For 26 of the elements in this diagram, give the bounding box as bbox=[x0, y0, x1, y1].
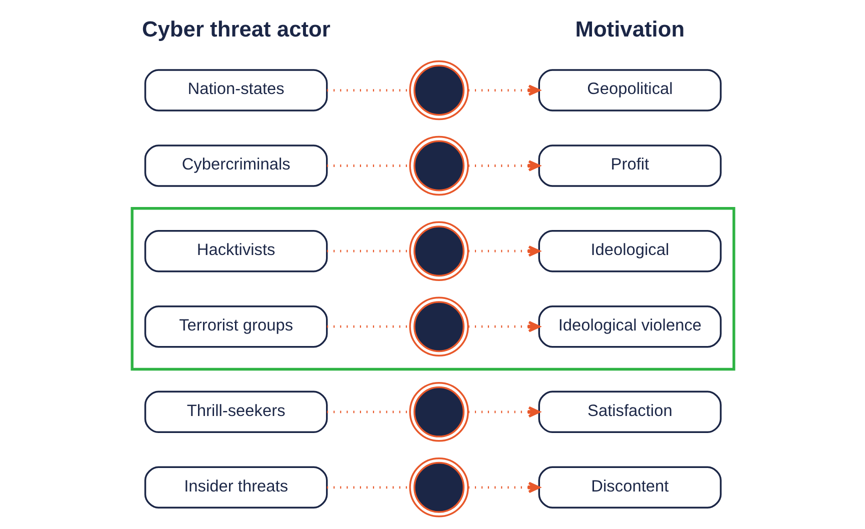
node-box: Ideological bbox=[538, 230, 722, 272]
arrow bbox=[468, 245, 540, 257]
node-box: Satisfaction bbox=[538, 390, 722, 434]
node-circle bbox=[408, 136, 468, 196]
arrow bbox=[468, 320, 540, 332]
arrow bbox=[468, 160, 540, 172]
label: Motivation bbox=[574, 16, 684, 42]
node-box: Discontent bbox=[538, 466, 722, 509]
node-circle bbox=[408, 221, 468, 281]
node-circle bbox=[408, 382, 468, 442]
arrow bbox=[468, 84, 540, 96]
arrow bbox=[468, 482, 540, 494]
node-box: Terrorist groups bbox=[144, 305, 328, 348]
label: Cyber threat actor bbox=[141, 16, 330, 42]
node-box: Thrill-seekers bbox=[144, 390, 328, 434]
node-box: Geopolitical bbox=[538, 69, 722, 112]
node-circle bbox=[408, 458, 468, 518]
node-box: Profit bbox=[538, 144, 722, 187]
node-box: Nation-states bbox=[144, 69, 328, 112]
node-box: Ideological violence bbox=[538, 305, 722, 348]
node-box: Hacktivists bbox=[144, 230, 328, 272]
arrow bbox=[468, 406, 540, 418]
node-circle bbox=[408, 296, 468, 356]
node-box: Insider threats bbox=[144, 466, 328, 509]
node-box: Cybercriminals bbox=[144, 144, 328, 187]
node-circle bbox=[408, 60, 468, 120]
